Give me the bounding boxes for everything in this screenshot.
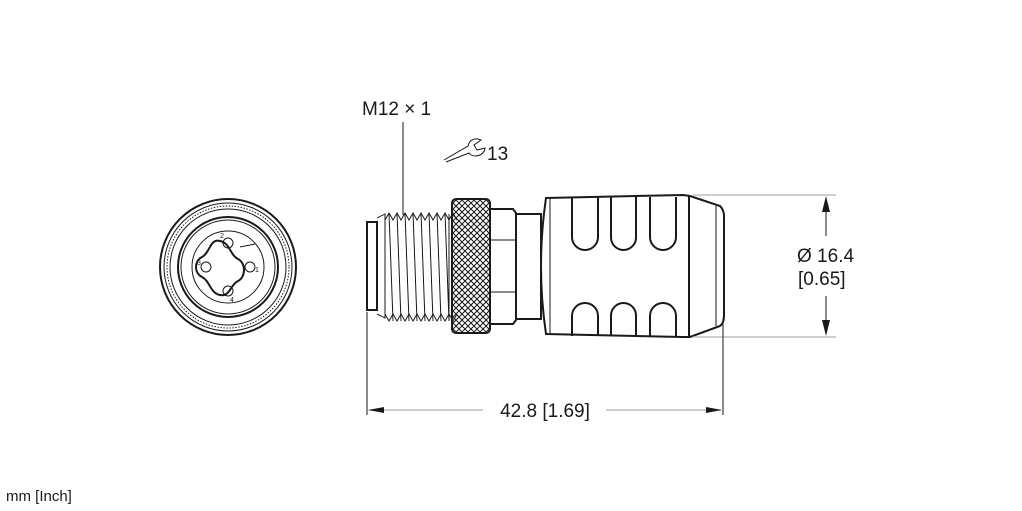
length-label: 42.8 [1.69]	[500, 401, 590, 422]
diameter-mm: Ø 16.4	[797, 246, 854, 267]
pin-label-4: 4	[230, 297, 234, 304]
grip-grooves	[571, 197, 677, 336]
wrench-icon	[443, 138, 486, 163]
diameter-inch: [0.65]	[798, 269, 846, 290]
grip-body	[539, 193, 725, 338]
thread	[384, 211, 458, 323]
arrow-down	[822, 320, 830, 336]
arrow-left	[368, 407, 384, 413]
arrow-up	[822, 196, 830, 212]
knurled-nut	[451, 198, 491, 334]
front-view: 1 2 3 4	[159, 198, 297, 336]
pin-label-1: 1	[255, 267, 259, 274]
units-note: mm [Inch]	[6, 488, 72, 505]
thread-label: M12 × 1	[362, 99, 431, 120]
side-view	[366, 193, 725, 338]
knurl-pattern	[453, 200, 489, 332]
arrow-right	[706, 407, 722, 413]
pin-label-2: 2	[220, 233, 224, 240]
pin-label-3: 3	[197, 260, 201, 267]
wrench-size: 13	[487, 144, 508, 165]
